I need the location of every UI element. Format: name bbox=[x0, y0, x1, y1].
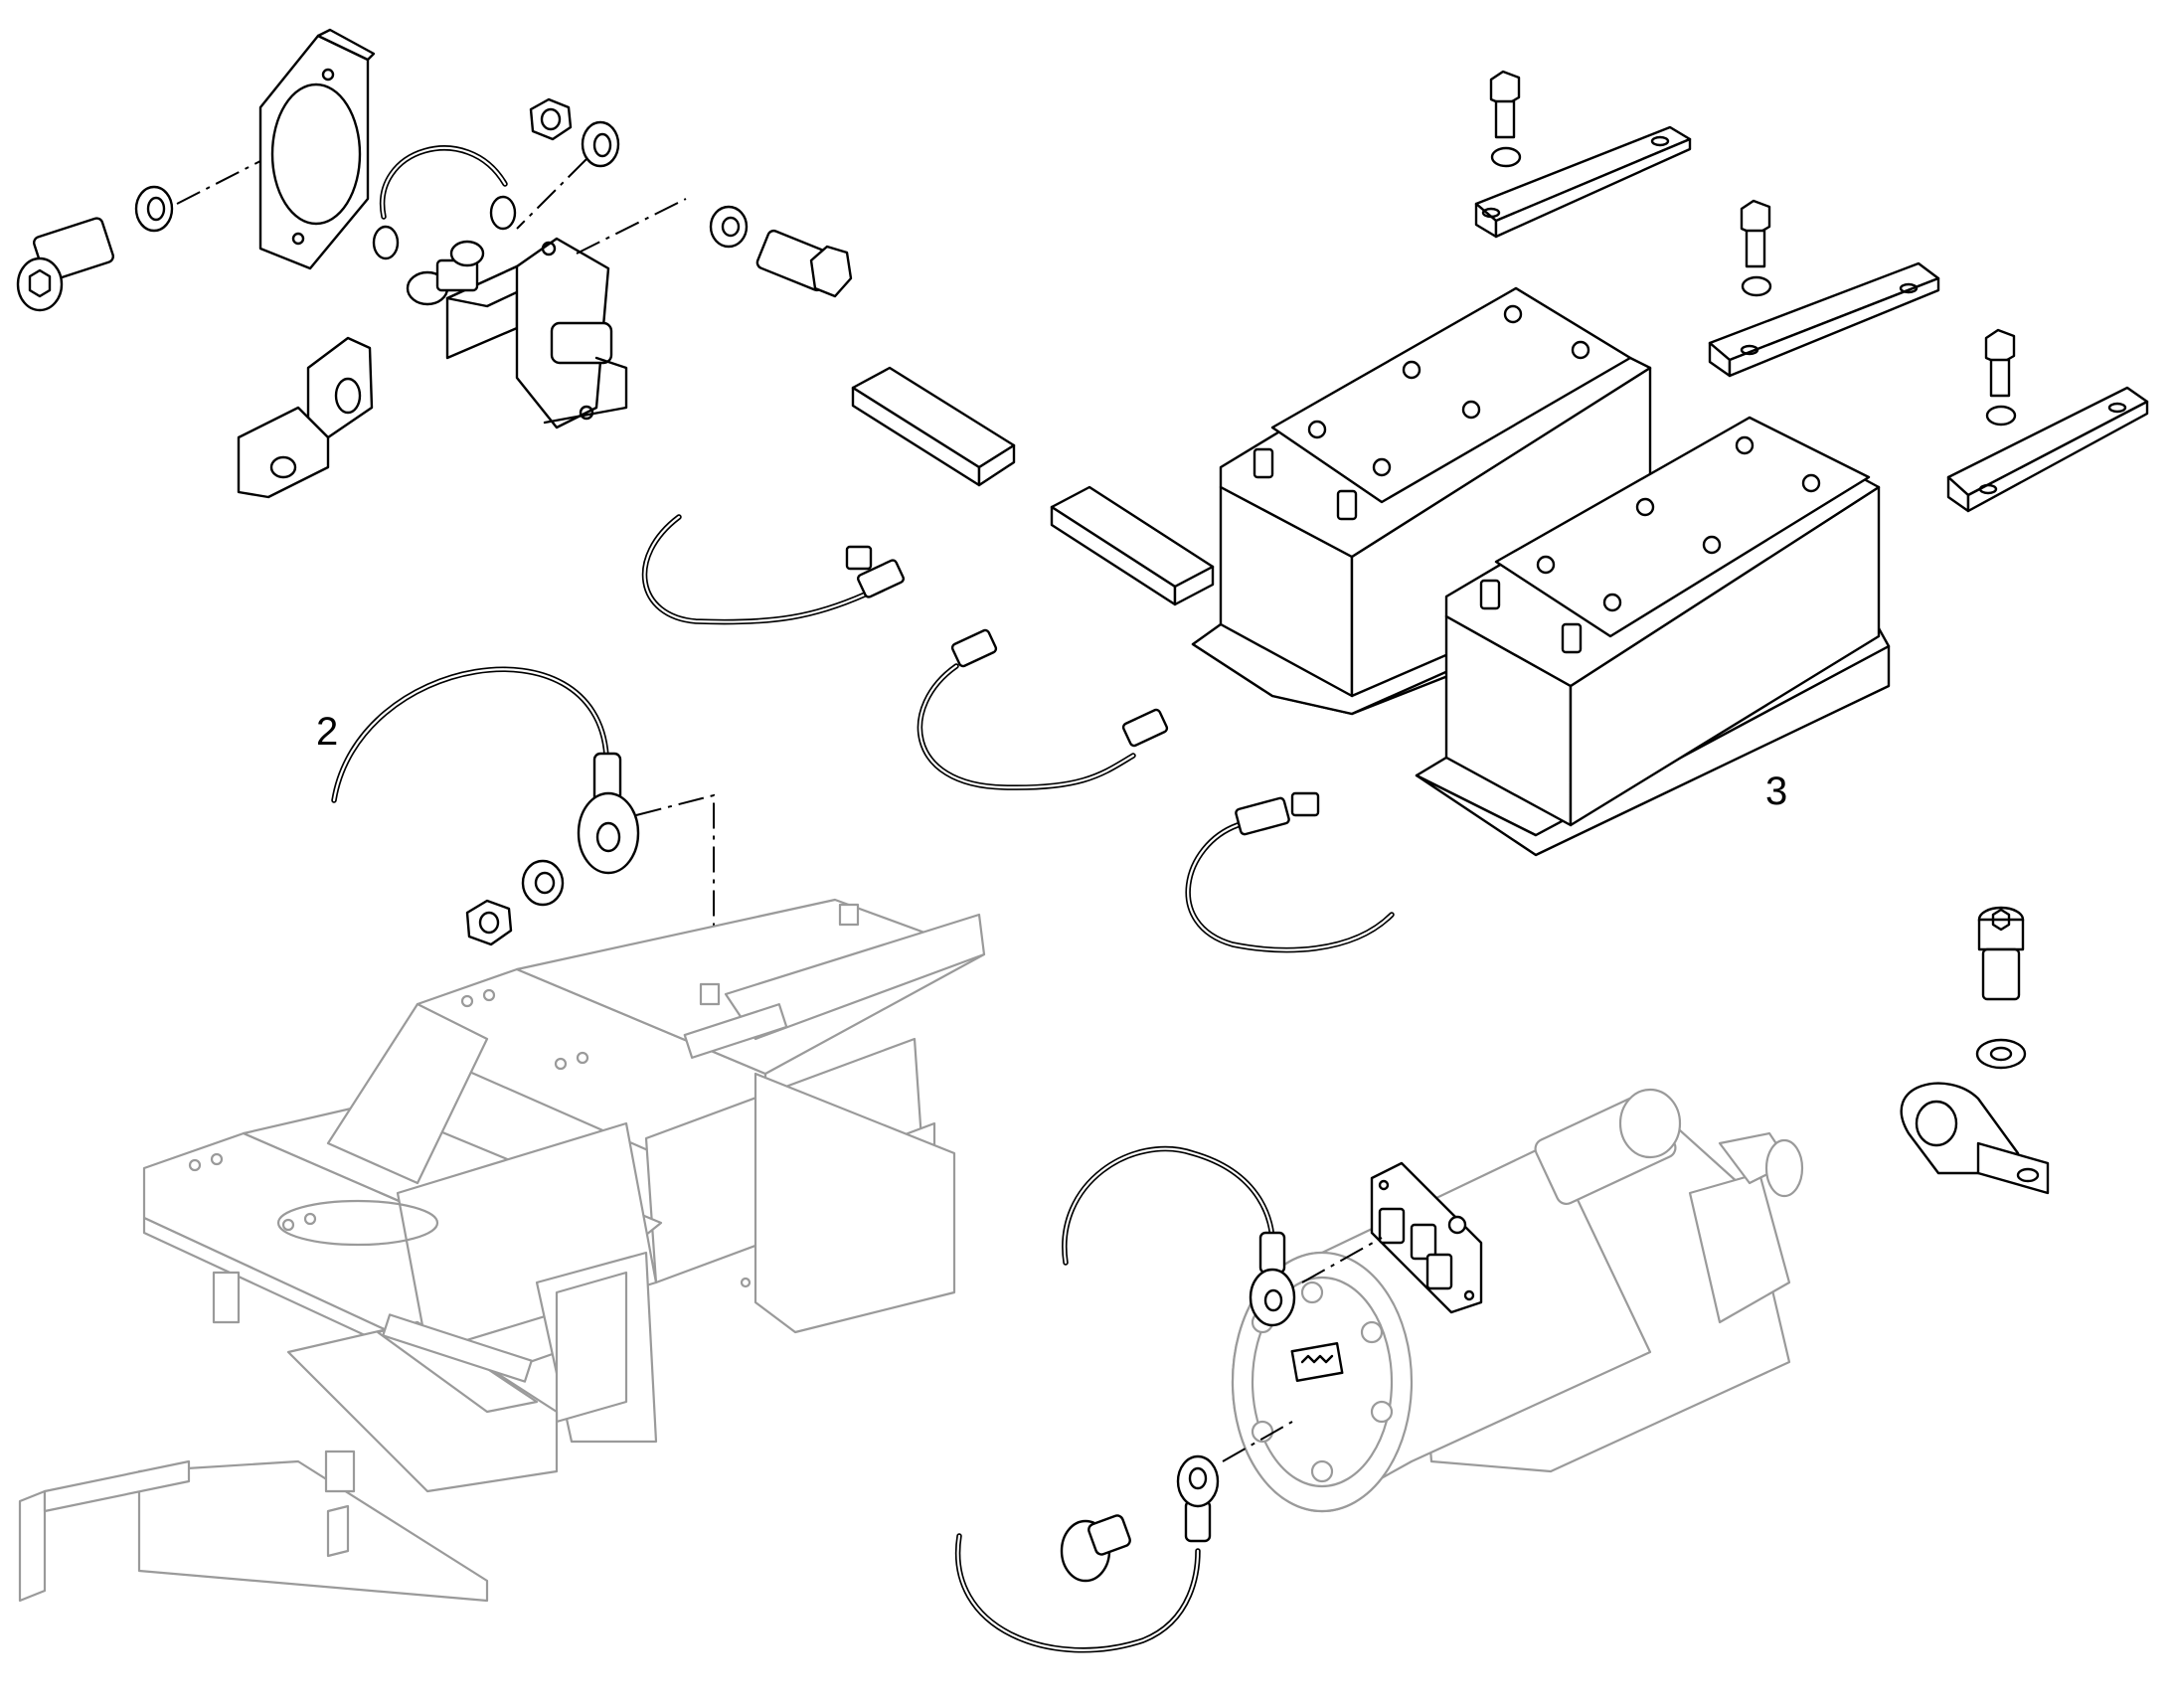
battery-front bbox=[1415, 416, 1891, 857]
cap-nut bbox=[1060, 1514, 1131, 1583]
battery-cable-upper bbox=[641, 514, 905, 625]
assembly-line-bolt bbox=[176, 160, 261, 205]
battery-cable-lower bbox=[1185, 791, 1395, 953]
chassis-frame bbox=[18, 898, 986, 1603]
washer-right bbox=[1975, 1038, 2027, 1070]
angle-bracket bbox=[237, 336, 374, 499]
socket-bolt-right bbox=[1977, 906, 2025, 1001]
link-cable-small bbox=[372, 145, 517, 260]
starter-cable-negative bbox=[954, 1454, 1220, 1653]
ground-washer bbox=[521, 859, 565, 907]
p-clip bbox=[1900, 1082, 2050, 1195]
hex-bolt-right bbox=[755, 229, 853, 298]
hold-down-bolt-2 bbox=[1740, 199, 1772, 297]
battery-pad-1 bbox=[851, 366, 1016, 487]
lock-washer-left bbox=[134, 185, 174, 233]
battery-pad-2 bbox=[1050, 485, 1215, 606]
hold-down-clamp-1 bbox=[1474, 125, 1692, 239]
hex-nut-top bbox=[529, 97, 573, 141]
flat-washer-right bbox=[709, 205, 749, 249]
assembly-line-nut bbox=[516, 158, 587, 230]
callout-3: 3 bbox=[1765, 769, 1788, 813]
ground-cable bbox=[331, 666, 640, 875]
hold-down-clamp-3 bbox=[1946, 386, 2149, 513]
starter-terminal-stud bbox=[1290, 1342, 1344, 1382]
starter-motor bbox=[1231, 1088, 1804, 1513]
solenoid-terminals bbox=[1378, 1207, 1467, 1290]
starter-cable-positive bbox=[1062, 1145, 1296, 1327]
assembly-line-stud bbox=[1222, 1421, 1293, 1462]
master-switch-body bbox=[406, 237, 628, 429]
mounting-plate bbox=[258, 28, 376, 270]
ground-nut bbox=[465, 899, 513, 946]
assembly-line-switch bbox=[576, 198, 687, 255]
socket-head-bolt-left bbox=[16, 217, 114, 312]
lock-washer-top bbox=[581, 120, 620, 168]
assembly-line-starter bbox=[1301, 1237, 1383, 1283]
hold-down-bolt-3 bbox=[1984, 328, 2017, 427]
hold-down-bolt-1 bbox=[1489, 70, 1522, 168]
hold-down-clamp-2 bbox=[1708, 261, 1940, 378]
callout-2: 2 bbox=[316, 710, 339, 754]
battery-link-cable bbox=[917, 628, 1169, 790]
